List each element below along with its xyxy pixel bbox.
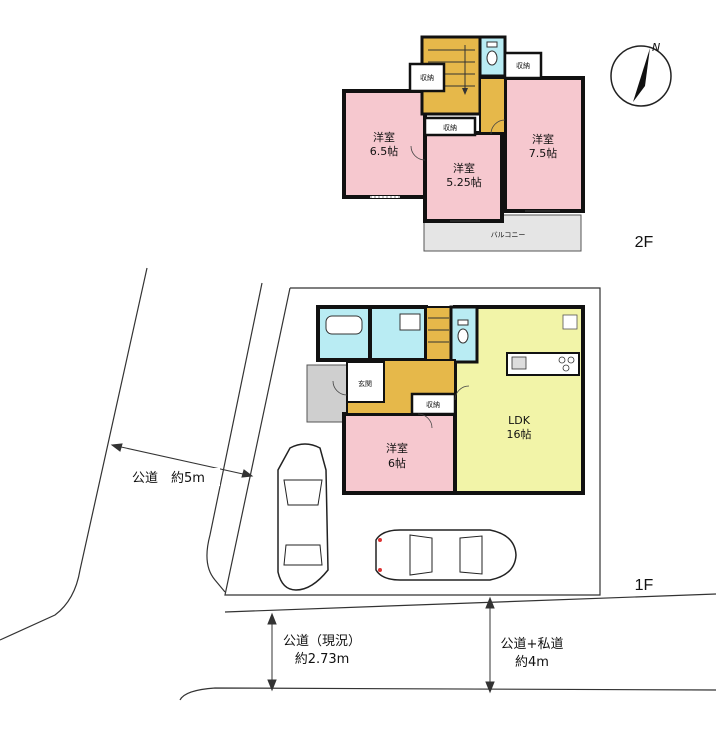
- car-vertical-icon: [277, 443, 329, 591]
- storage-2f-2: [503, 51, 543, 80]
- road-south-private-line2: 約4m: [515, 655, 549, 670]
- compass: N: [610, 41, 672, 107]
- entrance: [346, 361, 385, 403]
- site-lines: [0, 267, 716, 701]
- sink-icon: [399, 313, 421, 331]
- north-label: N: [652, 41, 660, 54]
- road-south-current-line2: 約2.73m: [295, 652, 350, 667]
- toilet-2f-icon: [486, 50, 498, 66]
- hall-2f: [479, 77, 506, 134]
- entrance-label: 玄関: [358, 379, 372, 388]
- room-1f-name: 洋室: [386, 441, 408, 455]
- floor-1f: 洋室 6帖 LDK 16帖 玄関 収納 1F: [306, 305, 654, 594]
- road-labels: 公道 約5m 公道（現況） 約2.73m 公道+私道 約4m: [128, 468, 563, 670]
- storage-2f-3-label: 収納: [443, 123, 457, 132]
- room-2f-center-size: 5.25帖: [446, 176, 482, 189]
- stove-icon: [558, 356, 566, 364]
- room-2f-east-name: 洋室: [532, 132, 554, 146]
- fridge-space: [562, 314, 578, 330]
- bathtub-icon: [325, 315, 363, 335]
- storage-2f-3: [423, 116, 477, 137]
- storage-1f-label: 収納: [426, 400, 440, 409]
- room-2f-center: [423, 131, 504, 223]
- floor-1f-label: 1F: [635, 577, 654, 594]
- road-south-private-line1: 公道+私道: [501, 637, 564, 652]
- car-horizontal-icon: [375, 529, 517, 581]
- ldk-size: 16帖: [507, 428, 532, 441]
- toilet-1f-icon: [457, 328, 469, 344]
- room-2f-center-name: 洋室: [453, 161, 475, 175]
- road-west-label: 公道 約5m: [132, 471, 205, 486]
- north-arrow-icon: [633, 48, 650, 102]
- kitchen-sink-icon: [511, 356, 527, 370]
- floor-2f: 洋室 6.5帖 洋室 5.25帖 洋室 7.5帖 収納 収納 収納 バルコニー …: [342, 35, 654, 252]
- dimension-arrows: [110, 443, 495, 694]
- stair-1f: [425, 306, 452, 363]
- floor-2f-label: 2F: [635, 234, 654, 251]
- room-1f-size: 6帖: [388, 457, 406, 470]
- room-2f-west-size: 6.5帖: [370, 145, 399, 158]
- road-south-current-line1: 公道（現況）: [283, 634, 361, 649]
- storage-2f-2-label: 収納: [516, 61, 530, 70]
- ldk-name: LDK: [508, 414, 531, 427]
- room-2f-west-name: 洋室: [373, 130, 395, 144]
- balcony-label: バルコニー: [491, 231, 526, 239]
- room-2f-west: [342, 89, 427, 199]
- storage-1f: [410, 392, 457, 416]
- storage-2f-1-label: 収納: [420, 73, 434, 82]
- room-2f-east-size: 7.5帖: [529, 147, 558, 160]
- storage-2f-1: [408, 62, 446, 93]
